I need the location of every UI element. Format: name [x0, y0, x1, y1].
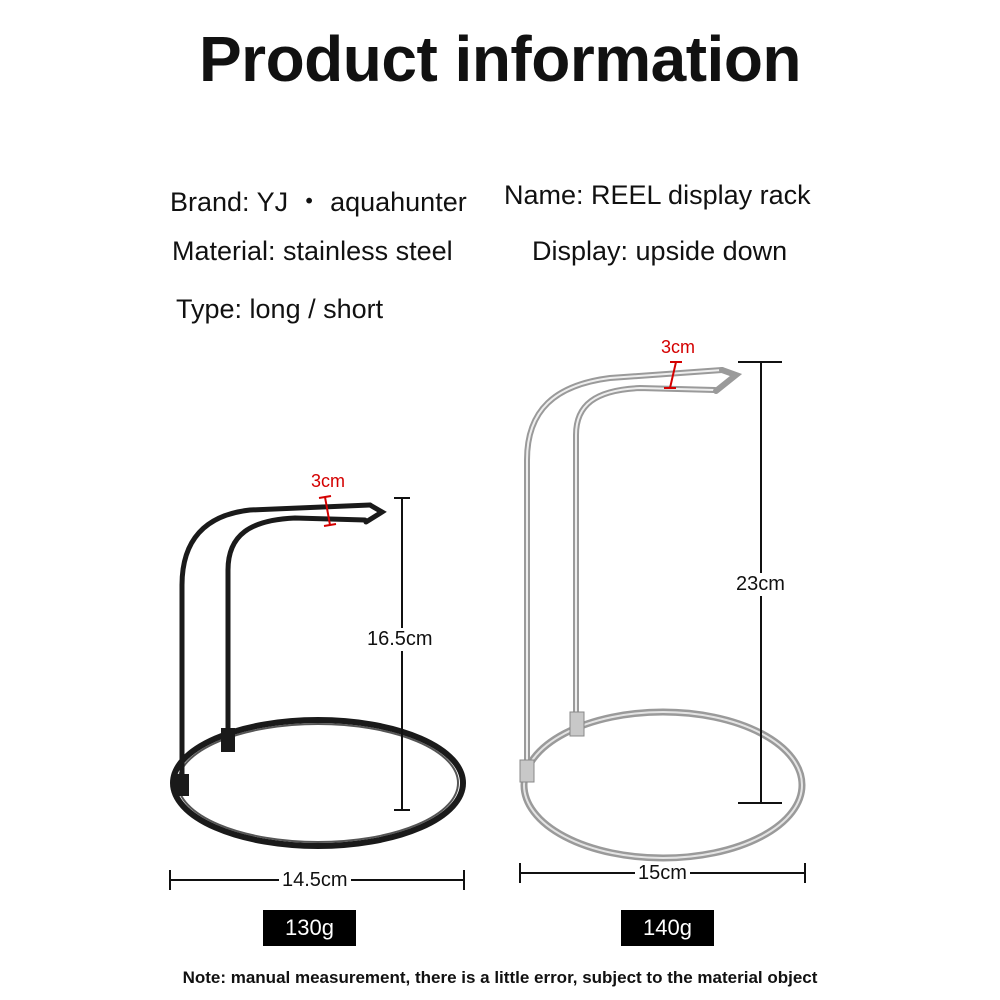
spec-name: Name: REEL display rack — [504, 180, 811, 210]
short-rack-width-label: 14.5cm — [279, 869, 351, 892]
short-rack-weight-badge: 130g — [263, 910, 356, 946]
page-title: Product information — [198, 23, 802, 95]
short-rack-height-label: 16.5cm — [365, 628, 435, 651]
long-rack-width-label: 15cm — [635, 862, 690, 885]
measurement-note: Note: manual measurement, there is a lit… — [182, 968, 818, 987]
short-rack-height-line — [394, 497, 410, 811]
spec-type: Type: long / short — [176, 294, 384, 324]
spec-material: Material: stainless steel — [172, 236, 453, 266]
short-rack-3cm-marker — [318, 495, 337, 527]
long-rack-top-width-label: 3cm — [661, 337, 696, 357]
short-rack-image — [170, 502, 466, 849]
spec-brand: Brand: YJ ・ aquahunter — [170, 187, 467, 217]
short-rack-top-width-label: 3cm — [311, 471, 346, 491]
spec-display: Display: upside down — [532, 236, 788, 266]
long-rack-image — [519, 367, 806, 862]
long-rack-weight-badge: 140g — [621, 910, 714, 946]
long-rack-3cm-marker — [664, 361, 682, 389]
long-rack-height-label: 23cm — [734, 573, 787, 596]
